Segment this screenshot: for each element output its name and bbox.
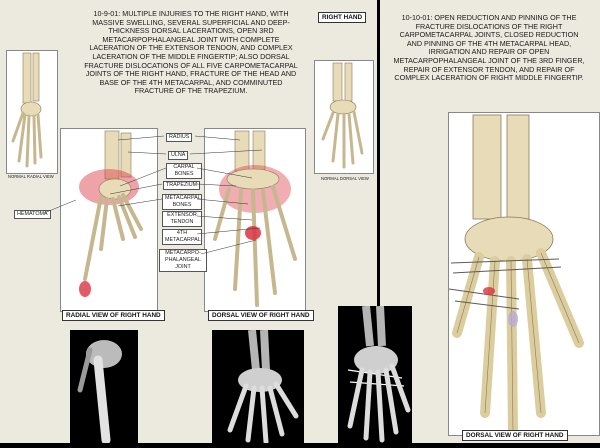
surgery-note: 10-10-01: Open reduction and pinning of … — [393, 13, 585, 83]
hematoma-label: HEMATOMA — [14, 210, 51, 219]
dorsal-view-caption-right: DORSAL VIEW OF RIGHT HAND — [462, 430, 568, 441]
normal-dorsal-illustration — [321, 62, 364, 169]
repaired-dorsal-frame — [448, 112, 600, 436]
xray-dorsal-2 — [338, 306, 412, 443]
normal-dorsal-caption: NORMAL DORSAL VIEW — [321, 176, 369, 181]
carpal-bones-label: CARPAL BONES — [166, 163, 202, 179]
normal-radial-caption: NORMAL RADIAL VIEW — [8, 174, 54, 179]
extensor-tendon-label: EXTENSOR TENDON — [162, 211, 202, 227]
normal-dorsal-frame — [314, 60, 374, 174]
dorsal-view-caption-mid: DORSAL VIEW OF RIGHT HAND — [208, 310, 314, 321]
metacarpal-bones-label: METACARPAL BONES — [162, 194, 202, 210]
trapezium-label: TRAPEZIUM — [163, 181, 201, 190]
radius-label: RADIUS — [166, 133, 193, 142]
fourth-metacarpal-label: 4TH METACARPAL — [162, 229, 202, 245]
repaired-dorsal-illustration — [449, 114, 584, 435]
xray-dorsal-1 — [212, 330, 304, 443]
radial-view-caption: RADIAL VIEW OF RIGHT HAND — [62, 310, 165, 321]
xray-radial — [70, 330, 138, 443]
radial-view-illustration — [79, 130, 143, 297]
mp-joint-label: METACARPO-PHALANGEAL JOINT — [159, 249, 207, 272]
radial-view-frame — [60, 128, 158, 312]
leader-lines — [43, 135, 263, 255]
injury-note: 10-9-01: Multiple injuries to the right … — [84, 9, 298, 96]
ulna-label: ULNA — [168, 151, 189, 160]
normal-radial-illustration — [11, 52, 43, 168]
right-hand-tag: RIGHT HAND — [318, 12, 367, 23]
normal-radial-frame — [6, 50, 58, 174]
